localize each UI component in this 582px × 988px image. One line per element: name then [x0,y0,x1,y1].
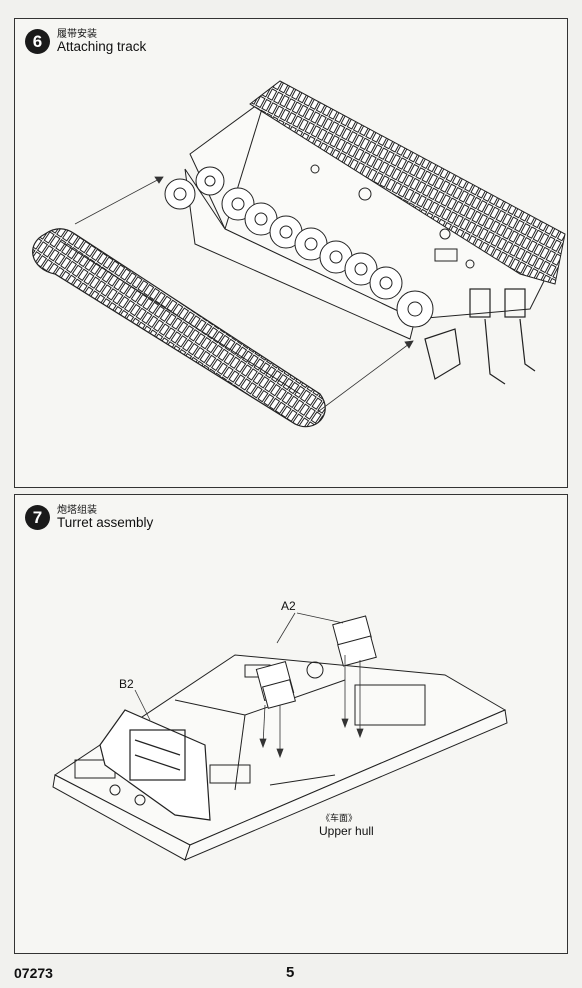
step-6-title-cn: 履带安装 [57,29,97,40]
track-assembly-illustration [32,80,566,428]
detached-track [32,228,326,428]
road-wheels [164,166,434,328]
step-7-panel: 7 炮塔组装 Turret assembly [14,494,568,954]
assembly-arrows [74,176,414,415]
assembly-arrows [134,612,364,759]
callout-a2: A2 [281,599,296,613]
step-7-title-cn: 炮塔组装 [57,505,97,516]
step-6-number-badge: 6 [25,29,50,55]
step-6-header: 6 履带安装 Attaching track [25,29,146,55]
callout-b2: B2 [119,677,134,691]
step-6-title-en: Attaching track [57,39,147,54]
exhaust-pipes [424,288,536,385]
step-6-panel: 6 履带安装 Attaching track [14,18,568,488]
a2-parts [255,615,377,709]
page-number: 5 [286,964,295,981]
upper-hull-label-en: Upper hull [319,824,374,838]
step-7-number-badge: 7 [25,505,50,531]
product-code: 07273 [14,965,53,981]
step-7-header: 7 炮塔组装 Turret assembly [25,505,153,531]
step-7-title-en: Turret assembly [57,515,154,530]
far-track [249,80,566,285]
b2-front-plate [99,709,211,821]
upper-hull-label-cn: 《车面》 [321,814,358,824]
turret-assembly-illustration [52,612,508,861]
